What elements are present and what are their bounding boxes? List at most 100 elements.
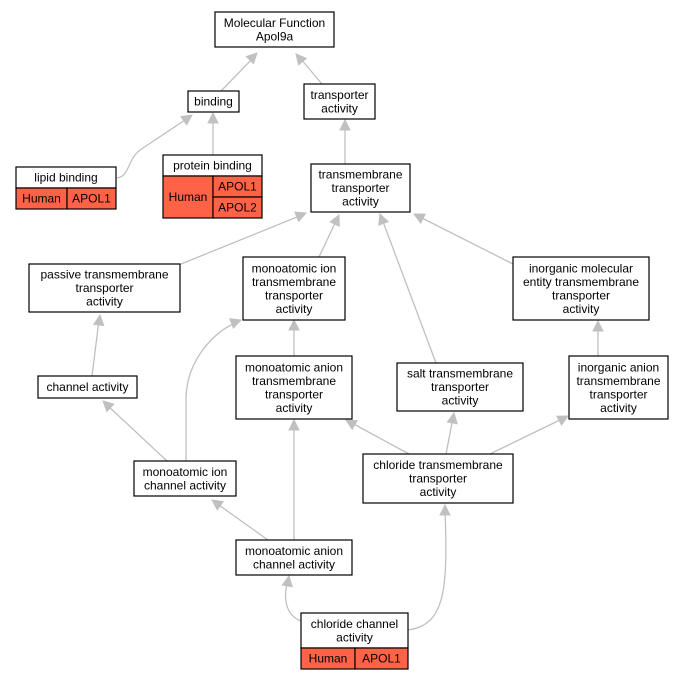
node-box — [300, 612, 409, 649]
node-label: binding — [194, 95, 233, 109]
node-label: transmembrane — [252, 374, 336, 388]
arrowhead-icon — [294, 211, 308, 223]
node-box — [362, 453, 514, 504]
arrowhead-icon — [446, 411, 458, 425]
node-binding[interactable]: binding — [187, 90, 240, 113]
gene-label[interactable]: APOL1 — [72, 192, 111, 206]
gene-label[interactable]: APOL1 — [218, 180, 257, 194]
node-label: entity transmembrane — [523, 275, 639, 289]
edge-9 — [91, 313, 105, 377]
node-label: activity — [420, 485, 457, 499]
gene-cell — [66, 187, 117, 210]
edge-line — [116, 117, 189, 179]
node-box — [396, 362, 524, 412]
edge-line — [349, 421, 410, 455]
arrowhead-icon — [413, 213, 426, 224]
node-label: transporter — [552, 288, 610, 302]
node-label: channel activity — [253, 557, 335, 571]
edge-line — [381, 218, 437, 364]
node-label: chloride transmembrane — [373, 458, 503, 472]
node-inorganion[interactable]: inorganic aniontransmembranetransportera… — [568, 355, 669, 420]
edge-10 — [288, 318, 300, 356]
arrowhead-icon — [211, 499, 224, 511]
gene-label[interactable]: APOL2 — [218, 201, 257, 215]
edge-3 — [295, 53, 323, 85]
node-label: activity — [276, 401, 313, 415]
node-label: transporter — [431, 380, 489, 394]
gene-label[interactable]: APOL1 — [362, 652, 401, 666]
edge-5 — [180, 211, 308, 265]
node-label: activity — [342, 195, 379, 209]
node-label: inorganic anion — [578, 360, 659, 374]
node-monoanion[interactable]: monoatomic aniontransmembranetransporter… — [235, 355, 353, 420]
node-label: monoatomic anion — [245, 544, 343, 558]
node-label: passive transmembrane — [40, 268, 168, 282]
node-label: monoatomic ion — [252, 261, 337, 275]
node-label: transmembrane — [318, 168, 402, 182]
edge-2 — [220, 52, 258, 92]
edge-4 — [339, 118, 351, 164]
edge-15 — [445, 411, 458, 455]
arrowhead-icon — [556, 415, 569, 427]
node-label: activity — [276, 302, 313, 316]
species-label: Human — [309, 652, 348, 666]
edge-line — [215, 502, 269, 541]
annotation-table-chloridechan: Human APOL1 — [300, 647, 409, 670]
node-label: transmembrane — [252, 275, 336, 289]
node-protein[interactable]: protein binding — [162, 154, 263, 177]
arrowhead-icon — [281, 574, 293, 588]
edge-line — [299, 57, 323, 85]
edge-13 — [185, 318, 243, 461]
edge-line — [417, 215, 514, 265]
node-label: monoatomic ion — [143, 465, 228, 479]
arrowhead-icon — [180, 114, 193, 126]
edge-0 — [207, 111, 219, 155]
node-label: lipid binding — [34, 171, 97, 185]
node-chloridetm[interactable]: chloride transmembranetransporteractivit… — [362, 453, 514, 504]
edge-line — [180, 214, 303, 265]
edge-1 — [116, 114, 193, 179]
node-box — [303, 83, 376, 120]
node-label: activity — [600, 401, 637, 415]
arrowhead-icon — [245, 52, 258, 65]
node-label: channel activity — [46, 380, 128, 394]
gene-cell — [212, 196, 263, 219]
edge-line — [445, 417, 454, 455]
edge-6 — [318, 213, 340, 258]
node-lipid[interactable]: lipid binding — [15, 166, 117, 189]
edge-line — [185, 321, 239, 461]
node-label: salt transmembrane — [407, 367, 513, 381]
node-monoion[interactable]: monoatomic iontransmembranetransporterac… — [242, 256, 346, 321]
node-label: monoatomic anion — [245, 360, 343, 374]
edge-11 — [592, 319, 604, 356]
node-label: Apol9a — [256, 29, 294, 43]
node-label: activity — [336, 630, 373, 644]
node-label: channel activity — [144, 478, 226, 492]
node-label: inorganic molecular — [529, 261, 633, 275]
node-label: transporter — [265, 288, 323, 302]
node-label: activity — [442, 394, 479, 408]
arrowhead-icon — [288, 418, 300, 431]
node-channel[interactable]: channel activity — [37, 375, 138, 399]
node-label: transporter — [409, 472, 467, 486]
gene-cell — [354, 647, 409, 670]
node-box — [28, 263, 181, 313]
node-box — [568, 355, 669, 420]
arrowhead-icon — [102, 400, 115, 413]
node-label: activity — [563, 302, 600, 316]
arrowhead-icon — [345, 419, 358, 431]
species-label: Human — [169, 190, 208, 204]
node-box — [187, 90, 240, 113]
